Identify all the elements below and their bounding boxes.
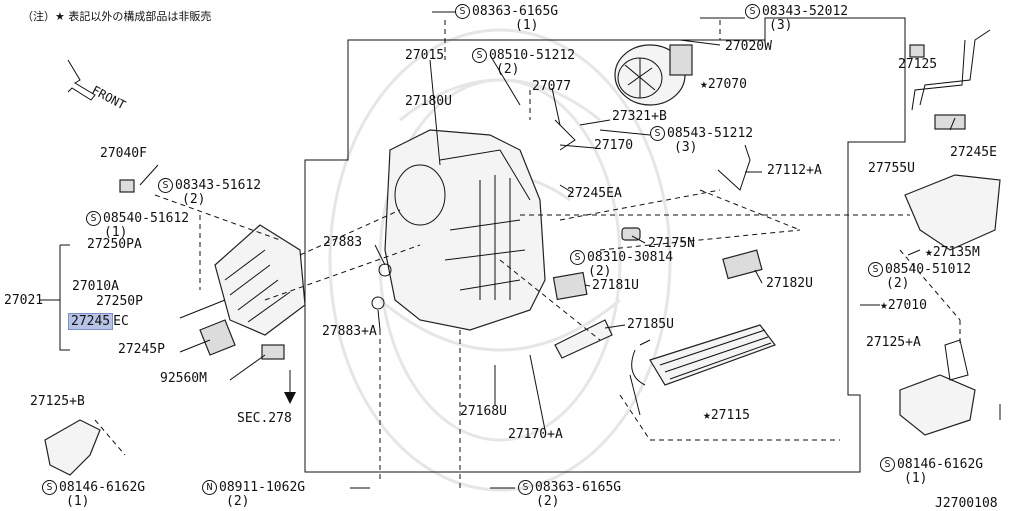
s-symbol-icon: S — [650, 126, 665, 141]
sec-arrow-head — [284, 392, 296, 404]
s-symbol-icon: S — [42, 480, 57, 495]
part-27245ea[interactable]: 27245EA — [567, 186, 622, 201]
part-27170a[interactable]: 27170+A — [508, 427, 563, 442]
leader-lines — [139, 11, 1001, 489]
blower-motor-drawing — [614, 44, 693, 106]
part-27245[interactable]: 27245 — [68, 313, 114, 330]
heater-core-drawing — [631, 324, 776, 386]
s-symbol-icon: S — [880, 457, 895, 472]
s-symbol-icon: S — [158, 178, 173, 193]
part-27125[interactable]: 27125 — [898, 57, 938, 72]
part-27040f[interactable]: 27040F — [100, 146, 147, 161]
front-arrow-icon — [67, 59, 96, 101]
assembly-border — [304, 17, 906, 473]
part-27168u[interactable]: 27168U — [460, 404, 507, 419]
left-bracket-line — [59, 245, 70, 351]
s-symbol-icon: S — [570, 250, 585, 265]
s-symbol-icon: S — [86, 211, 101, 226]
availability-note: （注）★ 表記以外の構成部品は非販売 — [22, 10, 212, 23]
left-bottom-bracket-drawing — [44, 419, 101, 476]
part-27181u[interactable]: 27181U — [592, 278, 639, 293]
s-symbol-icon: S — [518, 480, 533, 495]
part-27175n[interactable]: 27175N — [648, 236, 695, 251]
part-27135m[interactable]: ★27135M — [925, 245, 980, 260]
part-27245p[interactable]: 27245P — [118, 342, 165, 357]
part-27010a[interactable]: 27010A — [72, 279, 119, 294]
part-27070[interactable]: ★27070 — [700, 77, 747, 92]
heater-case-drawing — [384, 129, 546, 331]
n-symbol-icon: N — [202, 480, 217, 495]
part-27170[interactable]: 27170 — [594, 138, 634, 153]
sec-suffix: EC — [113, 314, 129, 329]
lower-bracket-drawing — [899, 339, 976, 436]
part-27077[interactable]: 27077 — [532, 79, 572, 94]
s-symbol-icon: S — [868, 262, 883, 277]
s-symbol-icon: S — [745, 4, 760, 19]
part-27021[interactable]: 27021 — [4, 293, 44, 308]
part-27020w[interactable]: 27020W — [725, 39, 772, 54]
part-27883a[interactable]: 27883+A — [322, 324, 377, 339]
part-27185u[interactable]: 27185U — [627, 317, 674, 332]
part-27010[interactable]: ★27010 — [880, 298, 927, 313]
sec-278-ref[interactable]: SEC.278 — [237, 411, 292, 426]
part-27321b[interactable]: 27321+B — [612, 109, 667, 124]
part-92560m[interactable]: 92560M — [160, 371, 207, 386]
part-27182u[interactable]: 27182U — [766, 276, 813, 291]
part-27755u[interactable]: 27755U — [868, 161, 915, 176]
part-27245e[interactable]: 27245E — [950, 145, 997, 160]
part-27125b[interactable]: 27125+B — [30, 394, 85, 409]
part-27250p[interactable]: 27250P — [96, 294, 143, 309]
s-symbol-icon: S — [472, 48, 487, 63]
part-27883[interactable]: 27883 — [323, 235, 363, 250]
s-symbol-icon: S — [455, 4, 470, 19]
part-27115[interactable]: ★27115 — [703, 408, 750, 423]
duct-drawing — [904, 29, 1001, 251]
dashed-guides — [94, 20, 961, 490]
diagram-ref-code: J2700108 — [935, 496, 998, 511]
part-27180u[interactable]: 27180U — [405, 94, 452, 109]
part-27250pa[interactable]: 27250PA — [87, 237, 142, 252]
part-27125a[interactable]: 27125+A — [866, 335, 921, 350]
part-27112a[interactable]: 27112+A — [767, 163, 822, 178]
blower-housing-drawing — [199, 224, 306, 356]
part-27015[interactable]: 27015 — [405, 48, 445, 63]
